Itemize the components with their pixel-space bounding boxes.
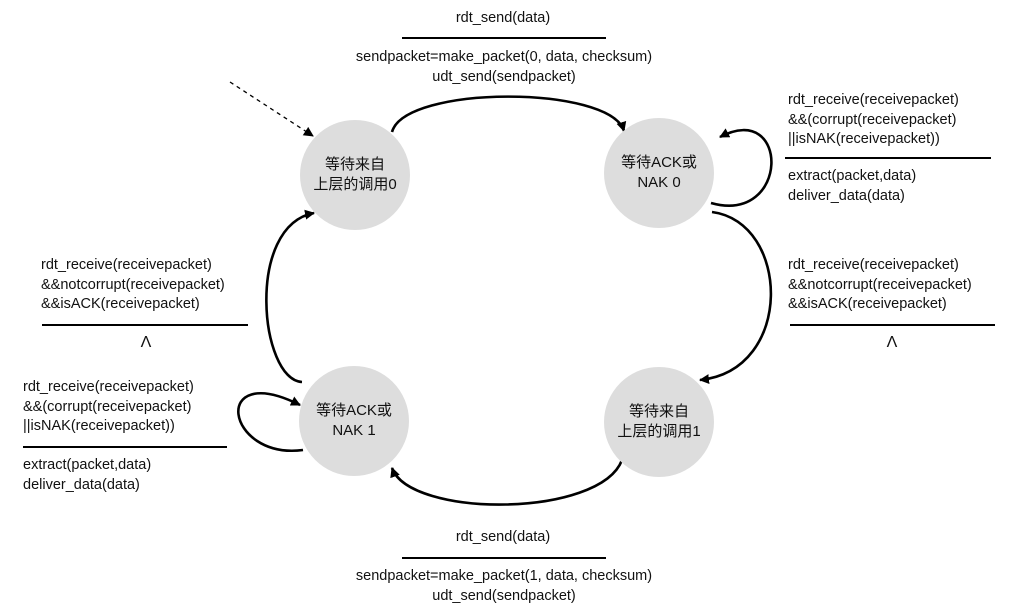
transition-right-event: rdt_receive(receivepacket) &&notcorrupt(… [788,257,972,312]
arrow-self-nak0 [710,128,773,207]
state-label-line1: 等待来自 [628,403,689,420]
arrow-s3-to-s0 [265,209,315,384]
transition-top-actions: sendpacket=make_packet(0, data, checksum… [355,49,653,85]
transition-right-divider [790,324,995,326]
state-label-line1: 等待ACK或 [621,154,697,171]
transition-left-event: rdt_receive(receivepacket) &&notcorrupt(… [41,257,225,312]
state-label-line2: 上层的调用1 [617,423,701,440]
transition-top-divider [402,37,606,39]
transition-nak0-loop-divider [785,157,991,159]
transition-nak0-loop-event: rdt_receive(receivepacket) &&(corrupt(re… [788,92,959,147]
state-label-line1: 等待ACK或 [316,402,392,419]
transition-nak1-loop-divider [23,446,227,448]
state-label-line2: NAK 0 [637,174,681,191]
arrow-s1-to-s2 [699,210,773,385]
transition-bottom-divider [402,557,606,559]
state-wait-call-0: 等待来自 上层的调用0 [300,120,410,230]
transition-left-action: Λ [140,334,152,351]
state-wait-ack-nak-1: 等待ACK或 NAK 1 [299,366,409,476]
state-wait-ack-nak-0: 等待ACK或 NAK 0 [604,118,714,228]
state-label-line1: 等待来自 [324,156,385,173]
transition-right-action: Λ [886,334,898,351]
transition-bottom-actions: sendpacket=make_packet(1, data, checksum… [355,568,653,604]
arrow-s0-to-s1 [390,95,627,133]
arrow-s2-to-s3 [390,459,624,506]
state-wait-call-1: 等待来自 上层的调用1 [604,367,714,477]
initial-arrow [229,81,314,137]
state-label-line2: 上层的调用0 [313,176,397,193]
transition-bottom-event: rdt_send(data) [455,529,551,545]
state-label-line2: NAK 1 [332,422,376,439]
transition-nak0-loop-actions: extract(packet,data) deliver_data(data) [788,168,917,204]
transition-nak1-loop-actions: extract(packet,data) deliver_data(data) [23,457,152,493]
transition-top-event: rdt_send(data) [455,10,551,26]
transition-nak1-loop-event: rdt_receive(receivepacket) &&(corrupt(re… [23,379,194,434]
arrow-self-nak1 [237,392,304,452]
transition-left-divider [42,324,248,326]
